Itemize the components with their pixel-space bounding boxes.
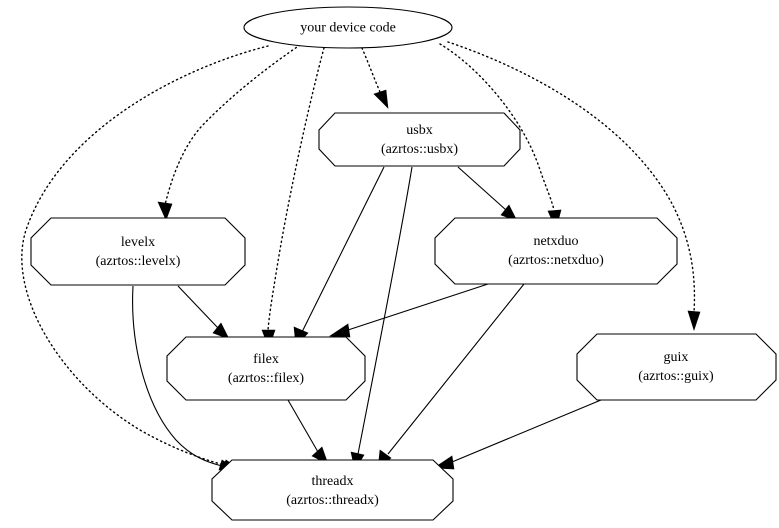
node-guix[interactable]: guix (azrtos::guix) xyxy=(576,333,777,401)
node-layer: your device code usbx (azrtos::usbx) lev… xyxy=(30,6,777,521)
node-filex-label-namespace: (azrtos::filex) xyxy=(228,371,305,386)
node-threadx-label-namespace: (azrtos::threadx) xyxy=(286,493,379,508)
node-usbx-label-namespace: (azrtos::usbx) xyxy=(381,142,458,157)
node-netxduo-shape[interactable] xyxy=(434,217,678,285)
node-device-label: your device code xyxy=(300,21,396,36)
node-usbx-label-name: usbx xyxy=(406,123,432,138)
node-levelx[interactable]: levelx (azrtos::levelx) xyxy=(30,217,246,286)
node-guix-shape[interactable] xyxy=(576,333,777,401)
node-levelx-shape[interactable] xyxy=(30,217,246,286)
edge-device-to-usbx xyxy=(361,47,389,109)
edge-filex-to-threadx xyxy=(287,399,329,465)
node-usbx-shape[interactable] xyxy=(318,112,521,167)
edge-usbx-to-netxduo xyxy=(457,166,518,222)
node-filex[interactable]: filex (azrtos::filex) xyxy=(166,336,366,401)
edge-levelx-to-filex xyxy=(177,285,230,340)
node-device-shape[interactable] xyxy=(243,6,453,49)
node-netxduo-label-name: netxduo xyxy=(533,234,578,249)
node-filex-label-name: filex xyxy=(253,352,279,367)
node-levelx-label-namespace: (azrtos::levelx) xyxy=(96,254,181,269)
node-device[interactable]: your device code xyxy=(243,6,453,49)
edge-device-to-guix xyxy=(447,41,701,331)
edge-device-to-levelx xyxy=(157,44,301,221)
node-threadx[interactable]: threadx (azrtos::threadx) xyxy=(211,459,454,521)
node-threadx-shape[interactable] xyxy=(211,459,454,521)
edge-netxduo-to-filex xyxy=(329,283,489,338)
node-threadx-label-name: threadx xyxy=(312,474,354,489)
node-netxduo[interactable]: netxduo (azrtos::netxduo) xyxy=(434,217,678,285)
node-guix-label-namespace: (azrtos::guix) xyxy=(638,369,714,384)
edge-guix-to-threadx xyxy=(433,399,602,470)
node-guix-label-name: guix xyxy=(664,350,689,365)
node-netxduo-label-namespace: (azrtos::netxduo) xyxy=(508,253,604,268)
node-filex-shape[interactable] xyxy=(166,336,366,401)
node-usbx[interactable]: usbx (azrtos::usbx) xyxy=(318,112,521,167)
node-levelx-label-name: levelx xyxy=(121,235,155,250)
edge-device-to-filex xyxy=(261,47,325,349)
edge-usbx-to-filex xyxy=(293,166,385,347)
